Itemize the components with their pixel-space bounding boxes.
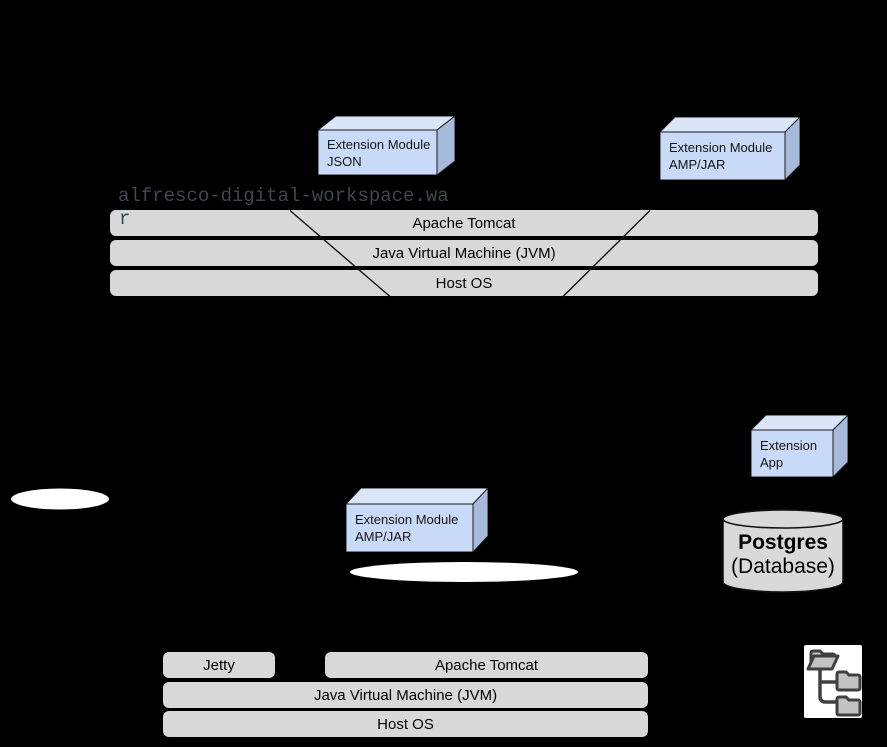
large-ellipse — [350, 562, 578, 582]
module-label-line2: JSON — [327, 153, 362, 169]
war-filename-text: alfresco-digital-workspace.wa — [118, 185, 449, 207]
box-3d-shape — [751, 415, 848, 477]
module-label-line1: Extension Module — [327, 136, 431, 152]
layer-label: Apache Tomcat — [412, 214, 516, 232]
extension-module-amp-mid-label: Extension Module AMP/JAR — [346, 504, 473, 552]
layer-label: Apache Tomcat — [434, 656, 539, 674]
box-3d-shape — [318, 116, 455, 175]
module-label-line2: AMP/JAR — [669, 157, 726, 172]
layer-label: Jetty — [203, 656, 235, 674]
layer-label: Host OS — [377, 715, 434, 733]
extension-module-amp-top-label: Extension Module AMP/JAR — [660, 132, 785, 180]
acs-layer-host-os: Host OS — [110, 270, 818, 296]
layer-label: Java Virtual Machine (JVM) — [372, 244, 556, 262]
folder-tree-icon — [804, 645, 862, 723]
module-label-line2: App — [760, 454, 784, 470]
war-filename-wrap-text: r — [119, 208, 131, 230]
extension-module-amp-top-box: Extension Module AMP/JAR — [660, 117, 800, 180]
box-3d-shape — [346, 488, 488, 552]
extension-app-box: Extension App — [751, 415, 848, 477]
module-label-line1: Extension Module — [669, 140, 773, 155]
extension-module-amp-mid-box: Extension Module AMP/JAR — [346, 488, 488, 552]
app-layer-host-os: Host OS — [163, 711, 648, 737]
app-layer-jvm: Java Virtual Machine (JVM) — [163, 682, 648, 708]
module-label-line1: Extension Module — [355, 512, 459, 527]
module-label-line1: Extension — [760, 437, 818, 453]
layer-label: Host OS — [435, 274, 493, 292]
app-layer-apache-tomcat: Apache Tomcat — [325, 652, 648, 678]
extension-module-json-label: Extension Module JSON — [318, 130, 437, 175]
layer-label: Java Virtual Machine (JVM) — [313, 686, 498, 704]
database-name: Postgres — [738, 531, 828, 554]
acs-layer-jvm: Java Virtual Machine (JVM) — [110, 240, 818, 266]
acs-layer-apache-tomcat: Apache Tomcat — [110, 210, 818, 236]
extension-app-label: Extension App — [751, 430, 833, 477]
database-kind: (Database) — [731, 555, 835, 578]
extension-module-json-box: Extension Module JSON — [318, 116, 455, 175]
module-label-line2: AMP/JAR — [355, 529, 412, 544]
app-layer-jetty: Jetty — [163, 652, 275, 678]
box-3d-shape — [660, 117, 800, 180]
small-ellipse — [11, 488, 109, 510]
database-label: Postgres (Database) — [723, 531, 843, 579]
